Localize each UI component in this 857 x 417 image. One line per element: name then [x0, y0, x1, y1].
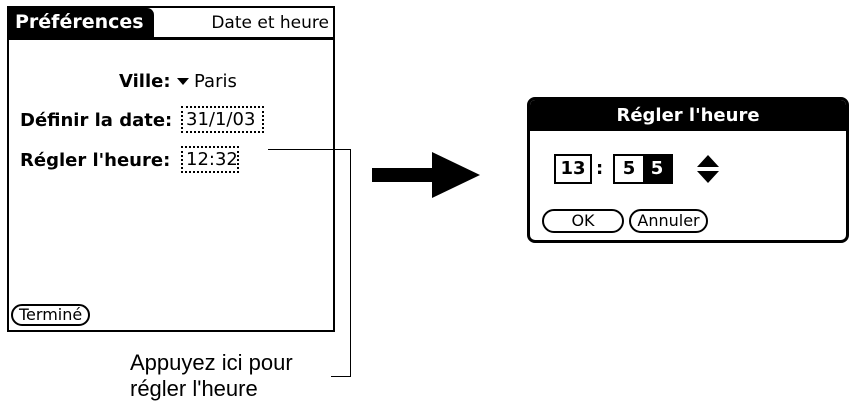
panel-picker[interactable]: Date et heure: [211, 13, 329, 33]
arrow-shaft: [372, 168, 437, 182]
callout-line: [268, 149, 350, 150]
time-separator: :: [596, 158, 604, 179]
preferences-screen: Préférences Date et heure Ville: Paris D…: [7, 6, 335, 332]
triangle-up-icon[interactable]: [697, 155, 719, 167]
date-label: Définir la date:: [20, 110, 173, 131]
minute-field: 5 5: [613, 154, 673, 184]
done-button[interactable]: Terminé: [11, 304, 91, 326]
callout-line: [350, 149, 351, 377]
callout-text: Appuyez ici pour régler l'heure: [130, 350, 293, 401]
title-underline: [9, 37, 333, 40]
time-field[interactable]: 12:32: [181, 146, 239, 173]
ok-button[interactable]: OK: [542, 209, 624, 233]
date-field[interactable]: 31/1/03: [181, 106, 264, 133]
screen-title[interactable]: Préférences: [9, 8, 154, 37]
time-label: Régler l'heure:: [20, 150, 171, 171]
city-picker[interactable]: Paris: [194, 71, 237, 92]
city-label: Ville:: [119, 71, 171, 92]
set-time-dialog: Régler l'heure 13 : 5 5 OK Annuler: [527, 97, 849, 243]
minute-tens-field[interactable]: 5: [622, 158, 636, 179]
callout-line: [331, 376, 351, 377]
arrow-head: [432, 152, 480, 198]
dialog-title: Régler l'heure: [530, 100, 846, 131]
cancel-button[interactable]: Annuler: [629, 209, 708, 233]
hour-field[interactable]: 13: [554, 154, 592, 184]
triangle-down-icon[interactable]: [177, 78, 189, 85]
triangle-down-icon[interactable]: [697, 171, 719, 183]
minute-ones-field[interactable]: 5: [643, 156, 671, 182]
